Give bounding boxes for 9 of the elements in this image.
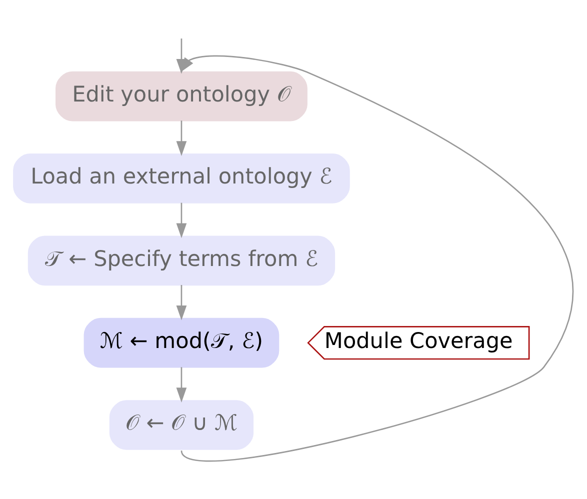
node-box: Edit your ontology 𝒪: [56, 71, 308, 122]
node-box: ℳ ← mod(𝒯, ℰ): [84, 318, 280, 368]
arrow: [176, 367, 187, 402]
node-box: Load an external ontology ℰ: [13, 154, 350, 204]
node-box: 𝒯 ← Specify terms from ℰ: [28, 236, 336, 286]
arrow: [176, 202, 187, 238]
arrow: [176, 120, 187, 156]
node-box: 𝒪 ← 𝒪 ∪ ℳ: [109, 400, 254, 450]
arrow: [176, 285, 187, 320]
